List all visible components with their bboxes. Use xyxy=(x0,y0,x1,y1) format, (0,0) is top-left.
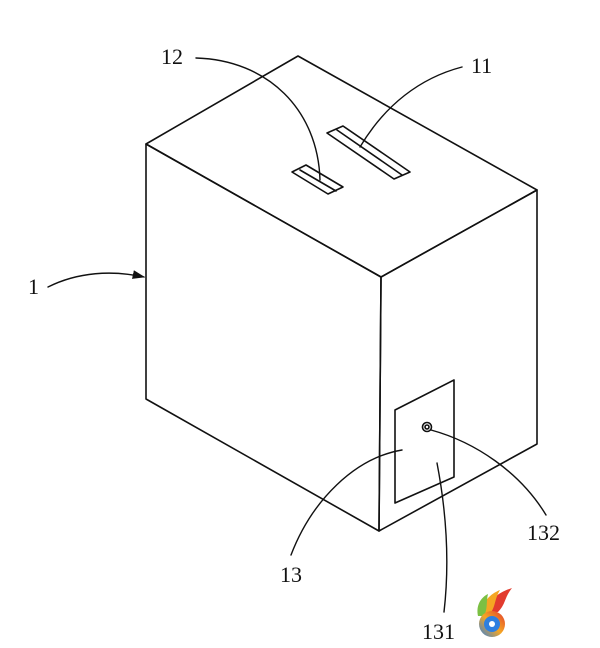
leader-lines xyxy=(47,57,547,613)
label-12: 12 xyxy=(161,44,183,69)
leader-1 xyxy=(47,270,146,288)
box-body xyxy=(145,55,538,532)
box-right-face xyxy=(378,189,538,532)
button-inner xyxy=(424,424,430,430)
label-13: 13 xyxy=(280,562,302,587)
label-132: 132 xyxy=(527,520,560,545)
leader-132 xyxy=(430,429,547,516)
box-left-face xyxy=(145,143,382,532)
label-131: 131 xyxy=(422,619,455,644)
box-top-face xyxy=(145,55,538,278)
slot-long xyxy=(326,125,411,180)
flame-disc-logo-icon xyxy=(477,588,512,637)
leader-12 xyxy=(195,57,321,181)
slot-short xyxy=(291,164,344,195)
button-outer xyxy=(421,421,433,433)
leader-11 xyxy=(359,66,463,148)
label-1: 1 xyxy=(28,274,39,299)
reference-labels: 12 11 1 13 131 132 xyxy=(28,44,560,644)
front-panel xyxy=(394,379,455,504)
label-11: 11 xyxy=(471,53,492,78)
leader-13 xyxy=(290,449,403,556)
leader-131 xyxy=(436,462,448,613)
